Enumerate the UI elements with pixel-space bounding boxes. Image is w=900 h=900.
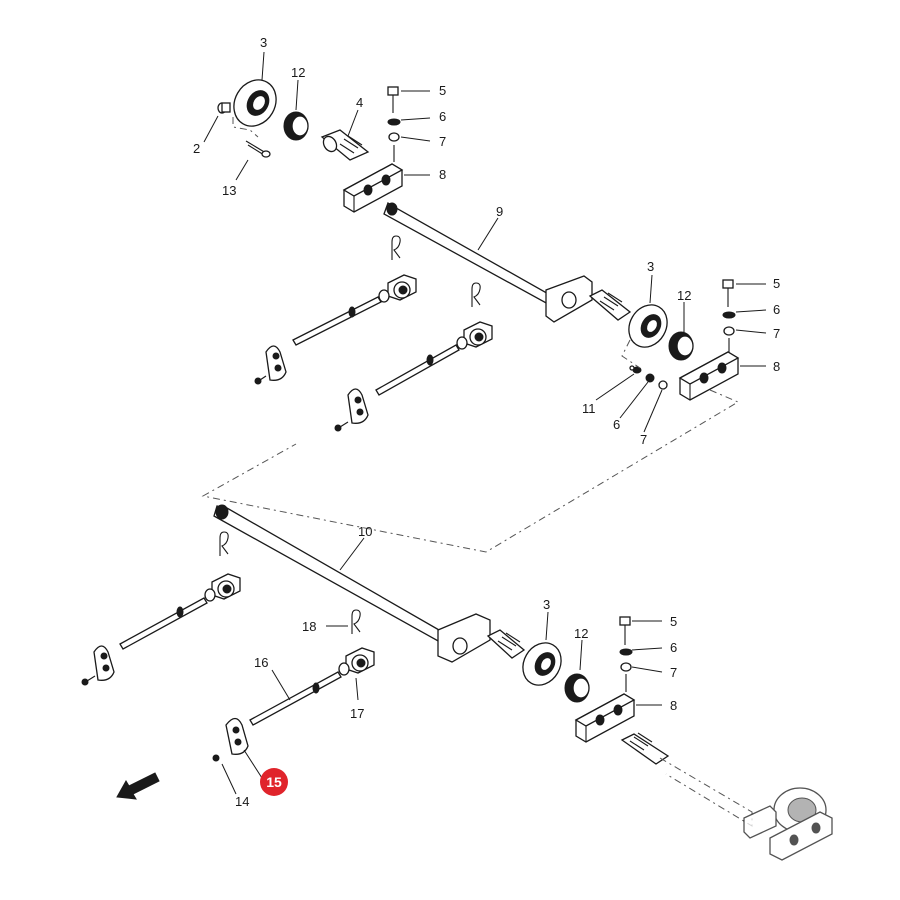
label-12-lower: 12 [574, 626, 588, 641]
flange-bearing-lower [522, 642, 562, 686]
label-6-right: 6 [773, 302, 780, 317]
label-6-top: 6 [439, 109, 446, 124]
pin-assembly-lower-16 [212, 647, 375, 762]
washer-stack-11 [629, 365, 668, 390]
label-14: 14 [235, 794, 249, 809]
stub-shaft-lower [620, 732, 670, 765]
bolt-13 [245, 140, 271, 158]
r-clip-c [219, 531, 229, 556]
bearing-block-bottom-right [743, 787, 833, 861]
label-10: 10 [358, 524, 372, 539]
label-7-top: 7 [439, 134, 446, 149]
r-clip-a [391, 235, 401, 260]
label-8-right: 8 [773, 359, 780, 374]
label-6-small: 6 [613, 417, 620, 432]
label-12-top: 12 [291, 65, 305, 80]
bearing-insert-right [668, 331, 694, 361]
pin-assembly-lower-left [81, 573, 241, 686]
label-8-top: 8 [439, 167, 446, 182]
r-clip-b [471, 282, 481, 307]
label-7-lower: 7 [670, 665, 677, 680]
shaft-9 [383, 202, 632, 323]
r-clip-18 [351, 609, 361, 634]
pin-assembly-upper-1 [254, 274, 417, 385]
direction-arrow-icon [116, 772, 160, 800]
label-3-lower: 3 [543, 597, 550, 612]
stub-shaft-4 [320, 129, 370, 161]
label-9: 9 [496, 204, 503, 219]
label-13: 13 [222, 183, 236, 198]
bearing-insert-top [283, 111, 309, 141]
label-4: 4 [356, 95, 363, 110]
highlight-badge [260, 768, 288, 796]
bolt-stack-right [722, 279, 736, 352]
dashed-guide-lower [659, 757, 753, 827]
bearing-insert-lower [564, 673, 590, 703]
label-3-top: 3 [260, 35, 267, 50]
label-5-right: 5 [773, 276, 780, 291]
label-8-lower: 8 [670, 698, 677, 713]
highlighted-part-15[interactable]: 15 [260, 768, 288, 796]
highlight-label: 15 [266, 774, 282, 790]
label-3-right: 3 [647, 259, 654, 274]
callout-labels: 3 12 4 5 6 7 2 13 8 9 3 5 12 6 7 8 11 6 … [193, 35, 780, 809]
shaft-10 [213, 504, 526, 663]
label-11: 11 [582, 401, 596, 416]
label-7-right: 7 [773, 326, 780, 341]
label-6-lower: 6 [670, 640, 677, 655]
dashed-guide-right [621, 339, 641, 369]
label-2: 2 [193, 141, 200, 156]
clamp-block-lower [574, 693, 636, 743]
label-16: 16 [254, 655, 268, 670]
label-5-top: 5 [439, 83, 446, 98]
pin-assembly-upper-2 [334, 321, 493, 432]
flange-bearing-right [628, 304, 668, 348]
bolt-stack-top [387, 86, 401, 162]
dashed-guide-top-left [232, 117, 259, 138]
label-12-right: 12 [677, 288, 691, 303]
bolt-2 [217, 102, 231, 114]
label-17: 17 [350, 706, 364, 721]
dashed-guide-right-2 [201, 389, 740, 553]
label-18: 18 [302, 619, 316, 634]
label-7-small: 7 [640, 432, 647, 447]
clamp-block-top [342, 163, 404, 213]
flange-bearing-top [233, 79, 277, 127]
clamp-block-right [678, 351, 740, 401]
label-5-lower: 5 [670, 614, 677, 629]
bolt-stack-lower [619, 616, 633, 692]
leader-lines [203, 51, 767, 795]
